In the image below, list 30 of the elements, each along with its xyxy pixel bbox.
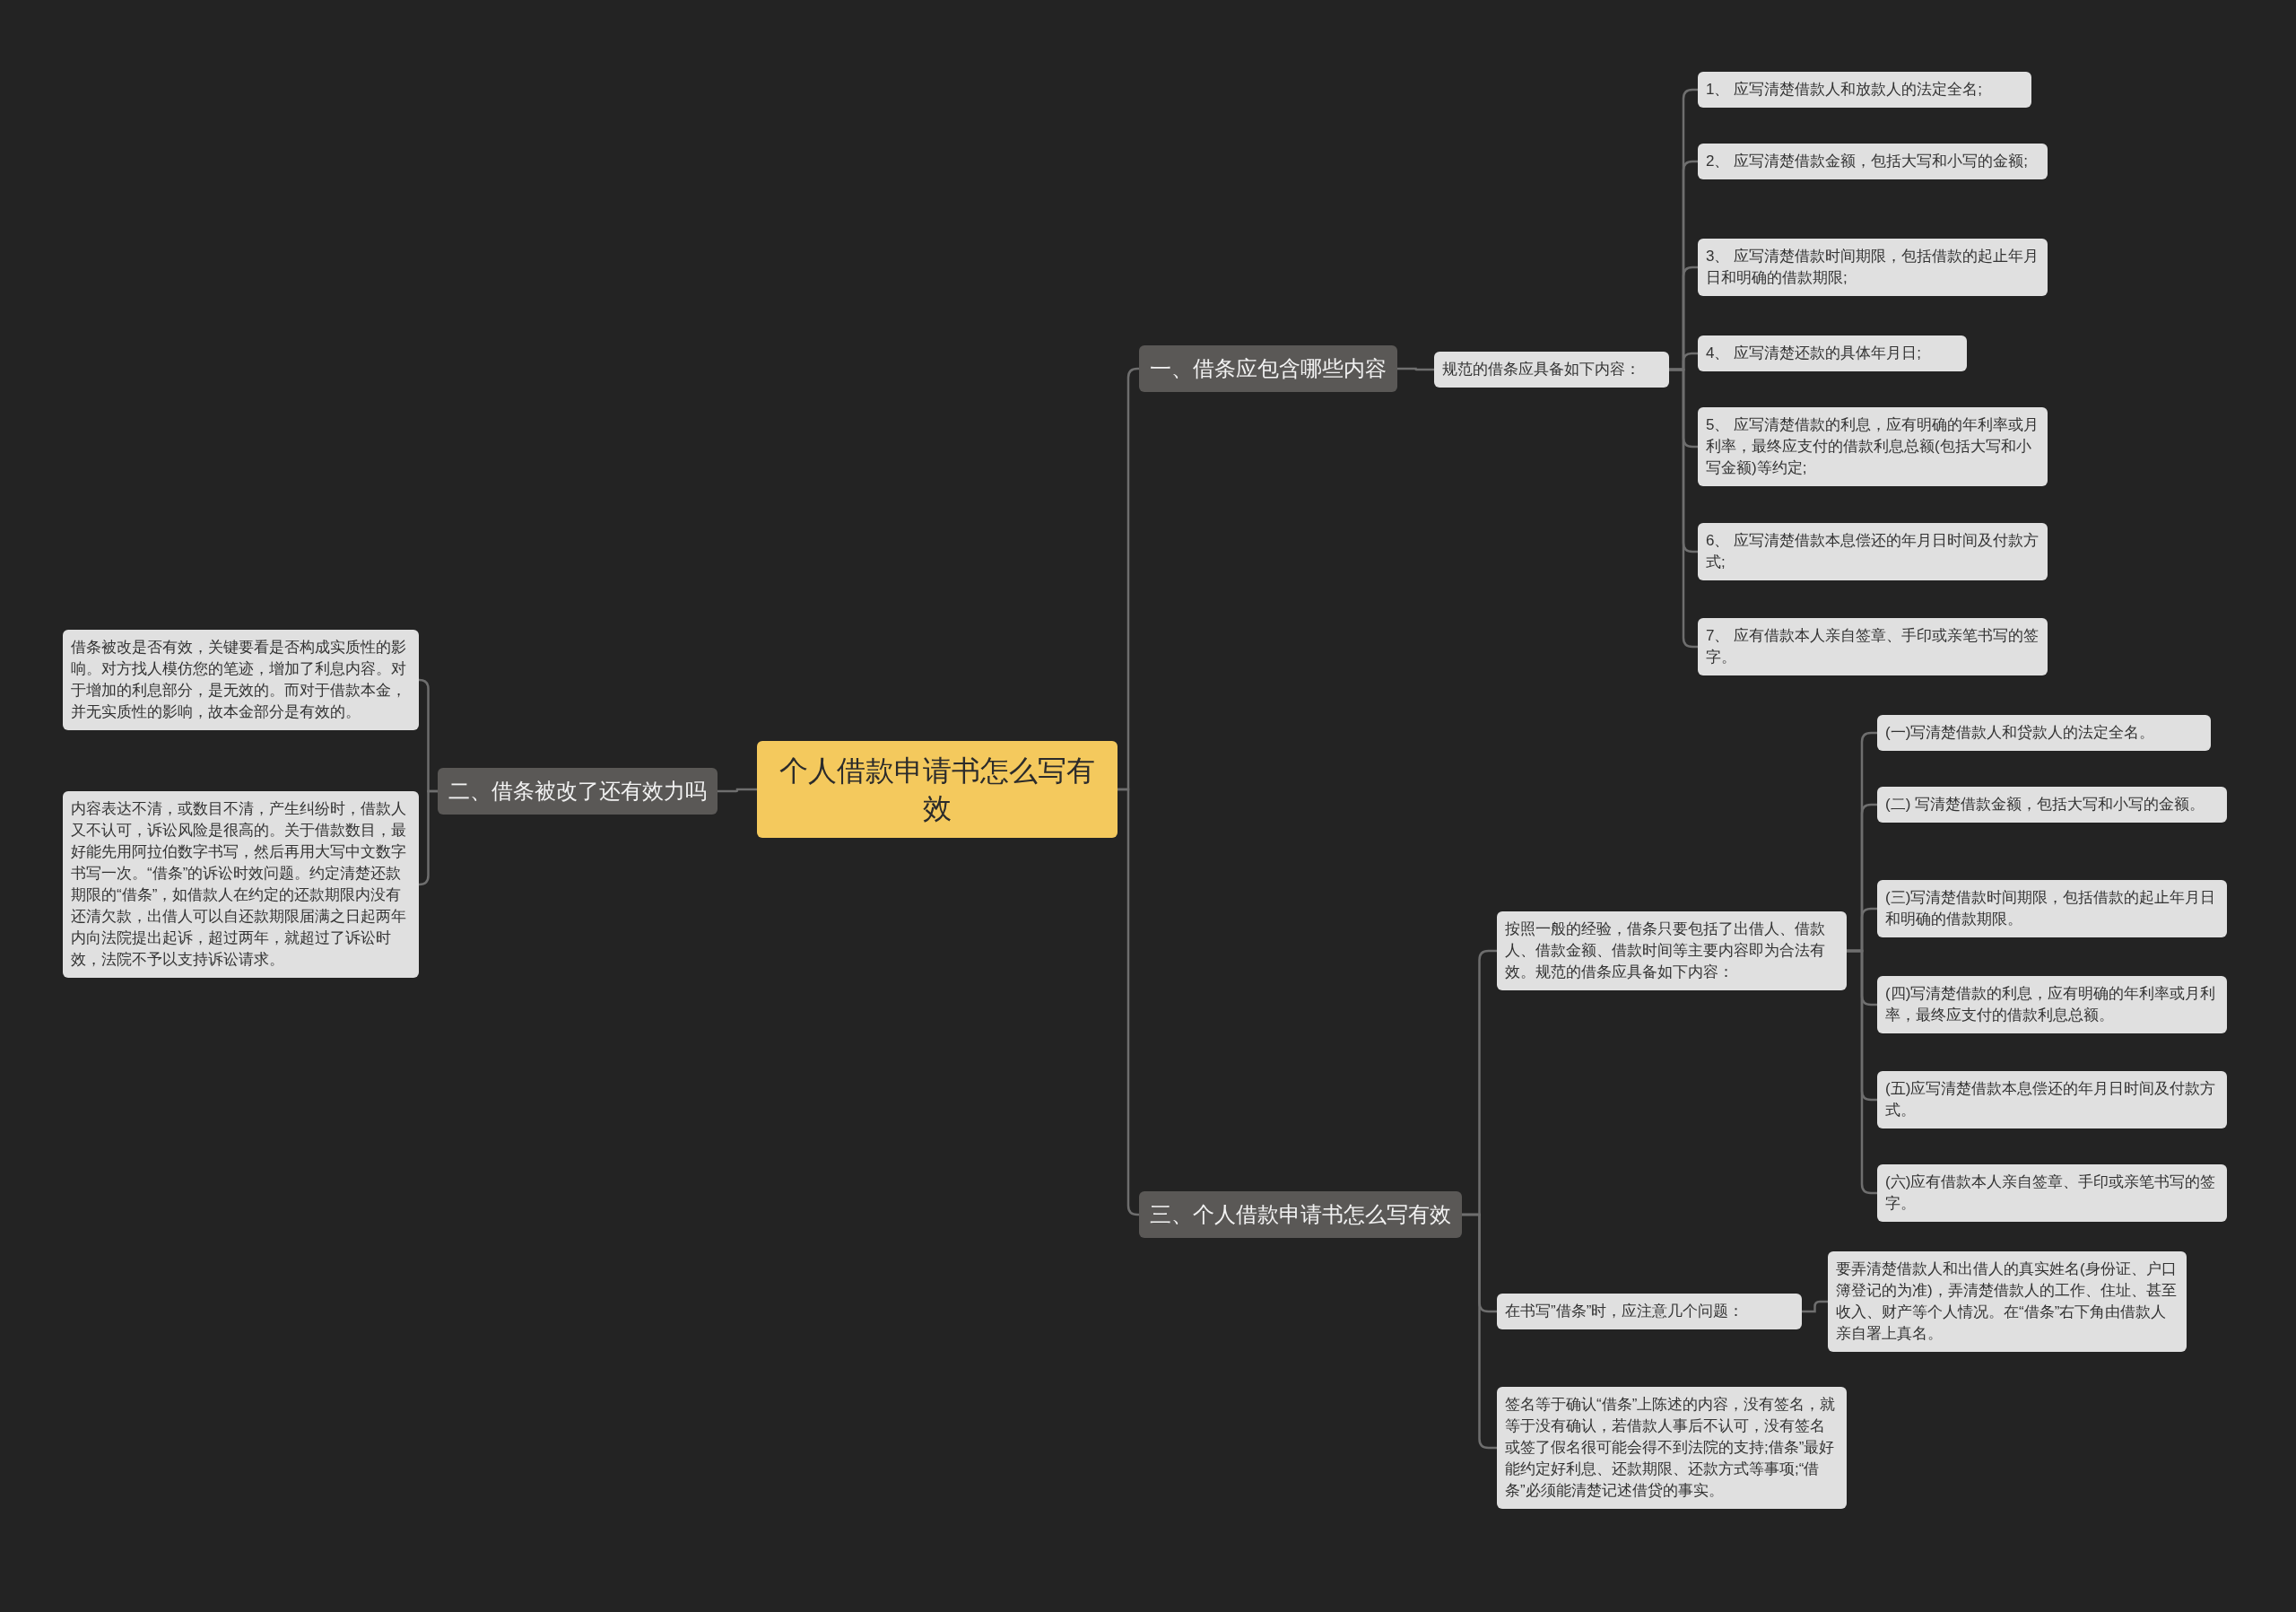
- subtopic-card: 签名等于确认“借条”上陈述的内容，没有签名，就等于没有确认，若借款人事后不认可，没有签名或签了假名很可能会得不到法院的支持;借条”最好能约定好利息、还款期限、还款方式等事项;“借条”必须能清楚记述借贷的事实。: [1497, 1387, 1847, 1509]
- subtopic-card: 1、 应写清楚借款人和放款人的法定全名;: [1698, 72, 2031, 108]
- central-topic: 个人借款申请书怎么写有效: [757, 741, 1118, 838]
- connector-line: [418, 789, 438, 886]
- subtopic-card: (一)写清楚借款人和贷款人的法定全名。: [1877, 715, 2211, 751]
- subtopic-card: 6、 应写清楚借款本息偿还的年月日时间及付款方式;: [1698, 523, 2048, 580]
- subtopic-card: 规范的借条应具备如下内容：: [1434, 352, 1669, 388]
- subtopic-card: (六)应有借款本人亲自签章、手印或亲笔书写的签字。: [1877, 1164, 2227, 1222]
- subtopic-card: 3、 应写清楚借款时间期限，包括借款的起止年月日和明确的借款期限;: [1698, 239, 2048, 296]
- branch-topic: 三、个人借款申请书怎么写有效: [1139, 1191, 1462, 1238]
- subtopic-card: (二) 写清楚借款金额，包括大写和小写的金额。: [1877, 787, 2227, 823]
- subtopic-card: (四)写清楚借款的利息，应有明确的年利率或月利率，最终应支付的借款利息总额。: [1877, 976, 2227, 1033]
- branch-topic: 一、借条应包含哪些内容: [1139, 345, 1397, 392]
- subtopic-card: 在书写”借条”时，应注意几个问题：: [1497, 1294, 1802, 1329]
- subtopic-card: 要弄清楚借款人和出借人的真实姓名(身份证、户口簿登记的为准)，弄清楚借款人的工作、住址、甚至收入、财产等个人情况。在“借条”右下角由借款人亲自署上真名。: [1828, 1251, 2187, 1352]
- connector-line: [1118, 788, 1140, 1216]
- subtopic-card: 借条被改是否有效，关键要看是否构成实质性的影响。对方找人模仿您的笔迹，增加了利息内容。对于增加的利息部分，是无效的。而对于借款本金，并无实质性的影响，故本金部分是有效的。: [63, 630, 419, 730]
- connector-line: [1462, 1213, 1497, 1450]
- subtopic-card: 5、 应写清楚借款的利息，应有明确的年利率或月利率，最终应支付的借款利息总额(包括大写和小写金额)等约定;: [1698, 407, 2048, 486]
- connector-line: [1802, 1300, 1828, 1313]
- subtopic-card: 4、 应写清楚还款的具体年月日;: [1698, 335, 1967, 371]
- subtopic-card: 7、 应有借款本人亲自签章、手印或亲笔书写的签字。: [1698, 618, 2048, 675]
- subtopic-card: 按照一般的经验，借条只要包括了出借人、借款人、借款金额、借款时间等主要内容即为合法有效。规范的借条应具备如下内容：: [1497, 911, 1847, 990]
- branch-topic: 二、借条被改了还有效力吗: [438, 768, 718, 815]
- subtopic-card: 2、 应写清楚借款金额，包括大写和小写的金额;: [1698, 144, 2048, 179]
- subtopic-card: 内容表达不清，或数目不清，产生纠纷时，借款人又不认可，诉讼风险是很高的。关于借款数目，最好能先用阿拉伯数字书写，然后再用大写中文数字书写一次。“借条”的诉讼时效问题。约定清楚还款期限的“借条”，如借款人在约定的还款期限内没有还清欠款，出借人可以自还款期限届满之日起两年内向法院提出起诉，超过两年，就超过了诉讼时效，法院不予以支持诉讼请求。: [63, 791, 419, 978]
- subtopic-card: (三)写清楚借款时间期限，包括借款的起止年月日和明确的借款期限。: [1877, 880, 2227, 937]
- subtopic-card: (五)应写清楚借款本息偿还的年月日时间及付款方式。: [1877, 1071, 2227, 1128]
- connector-line: [718, 788, 757, 793]
- connector-line: [1397, 367, 1434, 371]
